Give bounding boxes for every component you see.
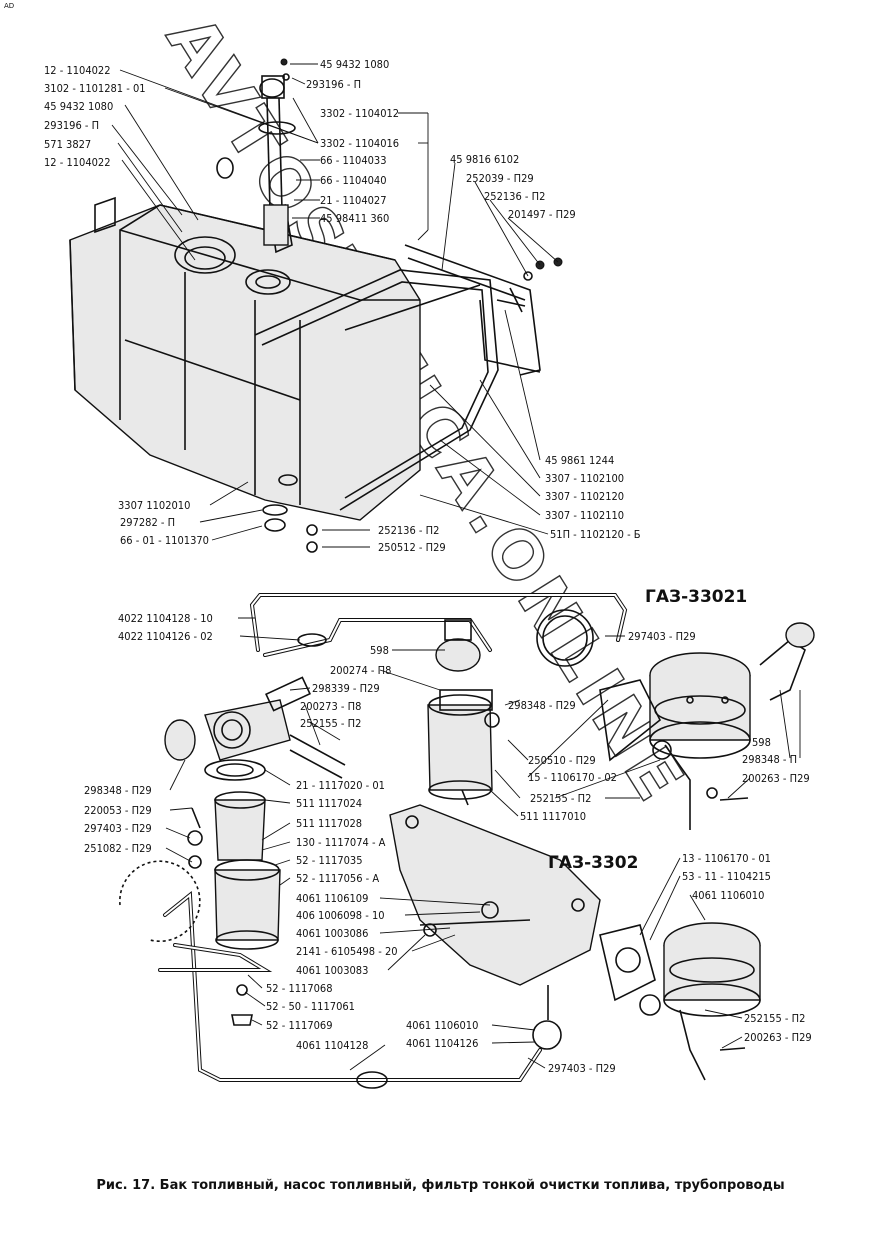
corner-mark: AD [4, 2, 15, 10]
figure-caption: Рис. 17. Бак топливный, насос топливный,… [96, 1178, 785, 1193]
part-label: 52 - 1117035 [296, 854, 363, 867]
part-label: 252155 - П2 [744, 1012, 805, 1025]
part-label: 297403 - П29 [548, 1062, 616, 1075]
part-label: 298348 - П [742, 753, 797, 766]
fuel-lines-3302 [119, 860, 562, 1089]
coarse-fuel-filter [164, 676, 346, 950]
part-label: 511 1117028 [296, 817, 362, 830]
part-label: 51П - 1102120 - Б [550, 528, 641, 541]
model-title-gaz-33021: ГАЗ-33021 [645, 587, 747, 607]
part-label: 2141 - 6105498 - 20 [296, 945, 398, 958]
part-label: 406 1006098 - 10 [296, 909, 385, 922]
part-label: 598 [370, 644, 389, 657]
part-label: 4061 1106010 [692, 889, 764, 902]
part-label: 200263 - П29 [742, 772, 810, 785]
part-label: 4061 1106109 [296, 892, 368, 905]
part-label: 45 9816 6102 [450, 153, 519, 166]
part-label: 252155 - П2 [300, 717, 361, 730]
part-label: 3307 - 1102110 [545, 509, 624, 522]
fuel-lines-33021 [249, 593, 628, 667]
part-label: 4061 1106010 [406, 1019, 478, 1032]
part-label: 4061 1003083 [296, 964, 368, 977]
part-number-labels: 45 9432 1080 293196 - П 12 - 1104022 310… [44, 58, 812, 1075]
part-label: 3302 - 1104012 [320, 107, 399, 120]
part-label: 511 1117010 [520, 810, 586, 823]
part-label: 45 9432 1080 [44, 100, 113, 113]
fuel-gauge-sender [216, 58, 296, 246]
part-label: 4022 1104126 - 02 [118, 630, 213, 643]
part-label: 298339 - П29 [312, 682, 380, 695]
part-label: 598 [752, 736, 771, 749]
part-label: 297282 - П [120, 516, 175, 529]
part-label: 53 - 11 - 1104215 [682, 870, 771, 883]
part-label: 252155 - П2 [530, 792, 591, 805]
part-label: 4061 1003086 [296, 927, 368, 940]
part-label: 200273 - П8 [300, 700, 361, 713]
part-label: 52 - 50 - 1117061 [266, 1000, 355, 1013]
part-label: 4061 1104126 [406, 1037, 478, 1050]
part-label: 3307 - 1102120 [545, 490, 624, 503]
part-label: 252136 - П2 [378, 524, 439, 537]
part-label: 200263 - П29 [744, 1031, 812, 1044]
part-label: 252039 - П29 [466, 172, 534, 185]
part-label: 251082 - П29 [84, 842, 152, 855]
fine-fuel-filter-33021 [427, 619, 500, 806]
part-label: 297403 - П29 [84, 822, 152, 835]
part-label: 3102 - 1101281 - 01 [44, 82, 146, 95]
part-label: 45 9432 1080 [320, 58, 389, 71]
part-label: 220053 - П29 [84, 804, 152, 817]
part-label: 250510 - П29 [528, 754, 596, 767]
part-label: 200274 - П8 [330, 664, 391, 677]
part-label: 293196 - П [44, 119, 99, 132]
part-label: 571 3827 [44, 138, 91, 151]
leader-lines [111, 63, 801, 1071]
tank-strap [254, 244, 541, 511]
part-label: 13 - 1106170 - 01 [682, 852, 771, 865]
part-label: 12 - 1104022 [44, 156, 111, 169]
engine-bracket-3302 [389, 804, 601, 986]
part-label: 45 98411 360 [320, 212, 389, 225]
model-title-gaz-3302: ГАЗ-3302 [548, 853, 638, 873]
part-label: 130 - 1117074 - А [296, 836, 386, 849]
part-label: 21 - 1117020 - 01 [296, 779, 385, 792]
part-label: 21 - 1104027 [320, 194, 387, 207]
part-label: 250512 - П29 [378, 541, 446, 554]
part-label: 52 - 1117069 [266, 1019, 333, 1032]
part-label: 3302 - 1104016 [320, 137, 399, 150]
part-label: 3307 - 1102100 [545, 472, 624, 485]
part-label: 297403 - П29 [628, 630, 696, 643]
part-label: 52 - 1117056 - А [296, 872, 379, 885]
part-label: 45 9861 1244 [545, 454, 614, 467]
part-label: 298348 - П29 [508, 699, 576, 712]
exploded-parts-diagram: AVTOSTATICA.ONLINE [44, 2, 815, 1089]
part-label: 252136 - П2 [484, 190, 545, 203]
part-label: 201497 - П29 [508, 208, 576, 221]
part-label: 3307 1102010 [118, 499, 190, 512]
part-label: 66 - 01 - 1101370 [120, 534, 209, 547]
part-label: 4022 1104128 - 10 [118, 612, 213, 625]
part-label: 4061 1104128 [296, 1039, 368, 1052]
part-label: 511 1117024 [296, 797, 362, 810]
fuel-pump-3302 [599, 922, 761, 1081]
part-label: 293196 - П [306, 78, 361, 91]
part-label: 66 - 1104033 [320, 154, 387, 167]
part-label: 12 - 1104022 [44, 64, 111, 77]
part-label: 66 - 1104040 [320, 174, 387, 187]
part-label: 15 - 1106170 - 02 [528, 771, 617, 784]
part-label: 52 - 1117068 [266, 982, 333, 995]
fuel-pump-33021 [599, 622, 815, 830]
part-label: 298348 - П29 [84, 784, 152, 797]
